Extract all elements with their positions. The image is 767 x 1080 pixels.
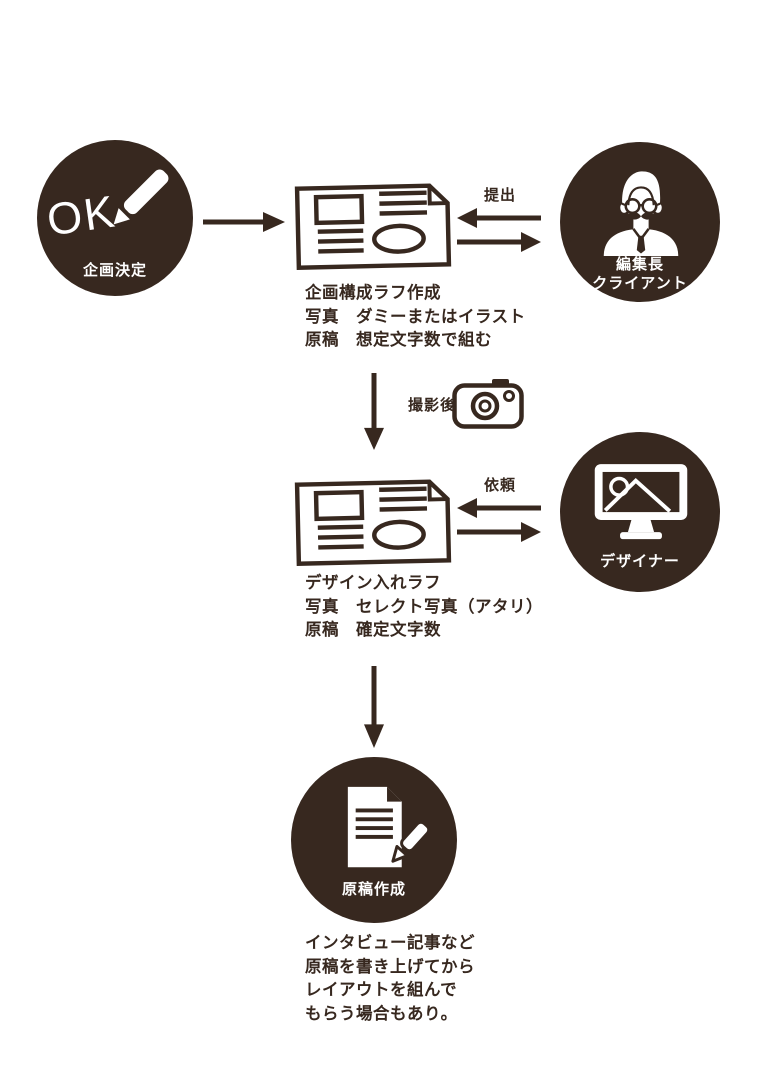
node-designer-label: デザイナー — [600, 553, 680, 570]
node-editor-label: 編集長 クライアント — [560, 255, 720, 293]
request-label: 依頼 — [483, 477, 516, 494]
double-arrow-icon — [457, 498, 541, 542]
pencil-icon — [113, 169, 169, 225]
footnote: インタビュー記事など 原稿を書き上げてから レイアウトを組んで もらう場合もあり… — [305, 932, 475, 1026]
arrow-down-icon — [364, 666, 384, 748]
footnote-line: インタビュー記事など — [305, 934, 475, 952]
caption-line: デザイン入れラフ — [305, 574, 441, 592]
node-editor-client: 編集長 クライアント — [560, 142, 720, 302]
caption-line: 原稿 確定文字数 — [305, 621, 441, 639]
editor-label-line: クライアント — [592, 275, 688, 292]
monitor-image-icon — [594, 464, 688, 540]
rough1-caption: 企画構成ラフ作成 写真 ダミーまたはイラスト 原稿 想定文字数で組む — [305, 282, 526, 353]
node-plan-label: 企画決定 — [82, 262, 147, 279]
editor-person-icon — [603, 171, 679, 256]
document-pencil-icon — [347, 786, 431, 868]
layout-sketch-icon — [294, 183, 452, 270]
caption-line: 写真 セレクト写真（アタリ） — [305, 597, 543, 616]
arrow-right-icon — [203, 212, 285, 232]
footnote-line: 原稿を書き上げてから — [305, 957, 475, 976]
caption-line: 原稿 想定文字数で組む — [305, 331, 492, 349]
footnote-line: レイアウトを組んで — [305, 981, 458, 999]
node-plan-decision: OK 企画決定 — [37, 140, 193, 296]
camera-icon — [452, 379, 524, 429]
layout-sketch-icon — [294, 479, 452, 566]
after-shooting-label: 撮影後 — [408, 397, 457, 414]
caption-line: 写真 ダミーまたはイラスト — [305, 307, 526, 326]
arrow-down-icon — [364, 373, 384, 450]
node-manuscript-label: 原稿作成 — [341, 881, 406, 898]
footnote-line: もらう場合もあり。 — [305, 1004, 458, 1023]
caption-line: 企画構成ラフ作成 — [305, 284, 441, 302]
double-arrow-icon — [457, 208, 541, 252]
node-designer: デザイナー — [560, 432, 720, 592]
editor-label-line: 編集長 — [615, 256, 664, 273]
rough2-caption: デザイン入れラフ 写真 セレクト写真（アタリ） 原稿 確定文字数 — [305, 572, 543, 643]
node-manuscript: 原稿作成 — [291, 757, 457, 923]
submit-label: 提出 — [483, 187, 516, 204]
